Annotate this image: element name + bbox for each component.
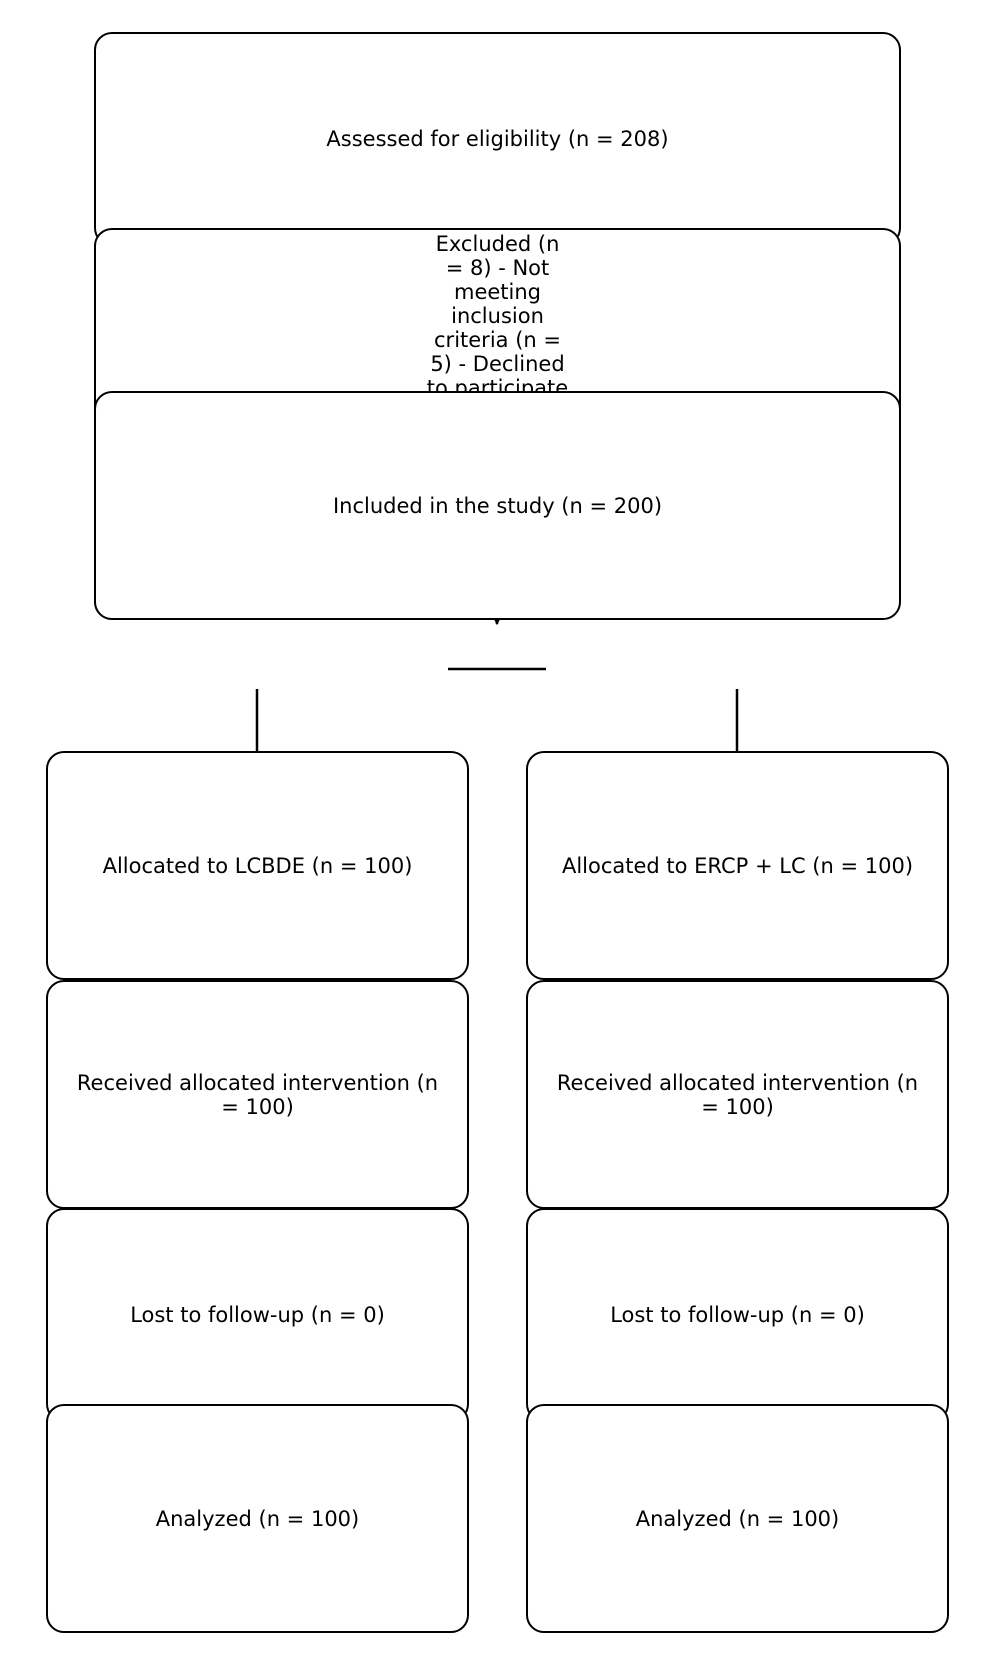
right-allocated-box: Allocated to ERCP + LC (n = 100) <box>526 751 949 980</box>
right-lost-box: Lost to follow-up (n = 0) <box>526 1208 949 1422</box>
left-analyzed-box: Analyzed (n = 100) <box>46 1404 469 1633</box>
left-allocated-label: Allocated to LCBDE (n = 100) <box>102 853 413 878</box>
left-analyzed-label: Analyzed (n = 100) <box>155 1506 360 1531</box>
assessed-label: Assessed for eligibility (n = 208) <box>326 127 669 151</box>
included-box: Included in the study (n = 200) <box>94 391 901 620</box>
included-label: Included in the study (n = 200) <box>332 493 663 518</box>
left-allocated-box: Allocated to LCBDE (n = 100) <box>46 751 469 980</box>
right-lost-label: Lost to follow-up (n = 0) <box>610 1303 865 1327</box>
right-received-label: Received allocated intervention (n = 100… <box>556 1070 919 1119</box>
left-lost-box: Lost to follow-up (n = 0) <box>46 1208 469 1422</box>
left-received-box: Received allocated intervention (n = 100… <box>46 980 469 1209</box>
right-analyzed-label: Analyzed (n = 100) <box>635 1506 840 1531</box>
left-received-label: Received allocated intervention (n = 100… <box>76 1070 439 1119</box>
right-received-box: Received allocated intervention (n = 100… <box>526 980 949 1209</box>
left-lost-label: Lost to follow-up (n = 0) <box>130 1303 385 1327</box>
right-analyzed-box: Analyzed (n = 100) <box>526 1404 949 1633</box>
right-allocated-label: Allocated to ERCP + LC (n = 100) <box>561 853 914 878</box>
assessed-box: Assessed for eligibility (n = 208) <box>94 32 901 246</box>
